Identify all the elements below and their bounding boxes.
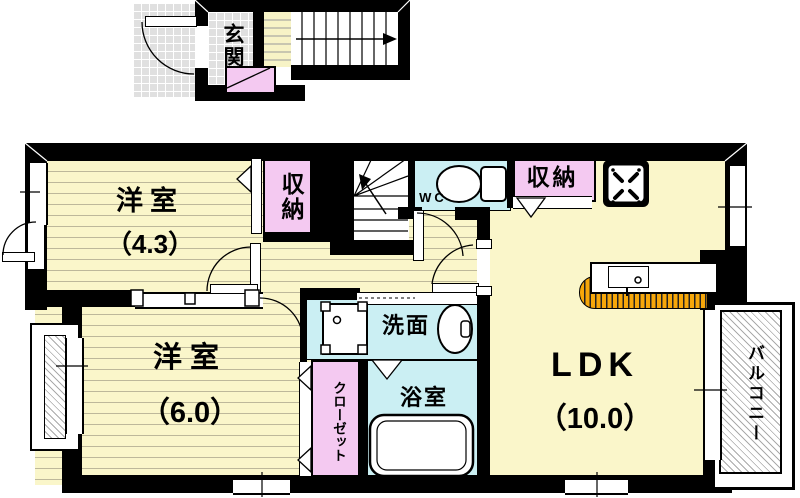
bedroom-large-size: （6.0） [140, 397, 240, 429]
wall-segment [25, 143, 747, 161]
closet-label: クローゼット [331, 380, 346, 462]
wall-segment [477, 207, 490, 245]
entrance-label: 玄関 [221, 23, 244, 69]
bedroom-small-name: 洋室 [116, 186, 184, 216]
bay-window-sill [44, 335, 66, 439]
kitchen-sink [608, 266, 649, 288]
wall-segment [330, 240, 415, 255]
wall-segment [300, 300, 307, 362]
wall-segment [507, 143, 515, 208]
stairs-upper-run [291, 12, 398, 65]
stairs-main [353, 156, 409, 242]
window-bay2 [65, 338, 84, 434]
wall-segment [398, 0, 410, 80]
washroom-label: 洗面 [381, 313, 430, 338]
bedroom-small-size: （4.3） [105, 229, 195, 259]
bedroom-large-name: 洋室 [152, 342, 227, 374]
wall-segment [62, 475, 732, 493]
balcony-sliding-door [703, 310, 722, 460]
door-leaf-entrance [145, 16, 197, 27]
storage-ldk-label: 収納 [526, 164, 579, 190]
wall-segment [291, 65, 410, 80]
ldk-name: LDK [551, 346, 639, 384]
door-leaf-wc [413, 210, 424, 261]
window-right [728, 166, 747, 246]
stairs-lower-steps [264, 12, 291, 67]
wc-label: WC [419, 190, 447, 205]
door-jamb [476, 239, 492, 249]
wall-segment [253, 12, 264, 68]
door-strip-storage-ldk [513, 196, 592, 209]
ldk-size: （10.0） [537, 403, 653, 435]
door-opening-left [28, 223, 44, 269]
door-strip-closet [299, 362, 312, 476]
door-opening-ldk [477, 243, 490, 288]
wall-segment [477, 292, 490, 476]
bathroom-label: 浴室 [399, 385, 448, 410]
door-jamb [476, 286, 492, 296]
wall-segment [263, 232, 330, 242]
door-leaf-bedroom-large [210, 284, 258, 294]
window-bottom-left [233, 478, 290, 495]
window-left [28, 163, 48, 225]
wall-segment [195, 0, 410, 12]
storage-top-label: 収納 [278, 172, 304, 222]
wall-segment [300, 288, 360, 300]
wall-segment [310, 143, 353, 240]
wall-segment [80, 290, 135, 307]
sliding-door-bedrooms [135, 292, 263, 309]
door-leaf-ldk [432, 283, 479, 293]
washroom-partition [357, 292, 477, 305]
room-bathroom [364, 360, 479, 479]
wall-segment [408, 143, 415, 219]
door-leaf-exterior-left [2, 252, 35, 262]
door-strip-storage-top [251, 158, 262, 234]
window-bottom-ldk [565, 478, 628, 495]
wall-segment [358, 360, 368, 477]
washer-pan [322, 303, 368, 355]
balcony-label: バルコニー [745, 344, 764, 444]
